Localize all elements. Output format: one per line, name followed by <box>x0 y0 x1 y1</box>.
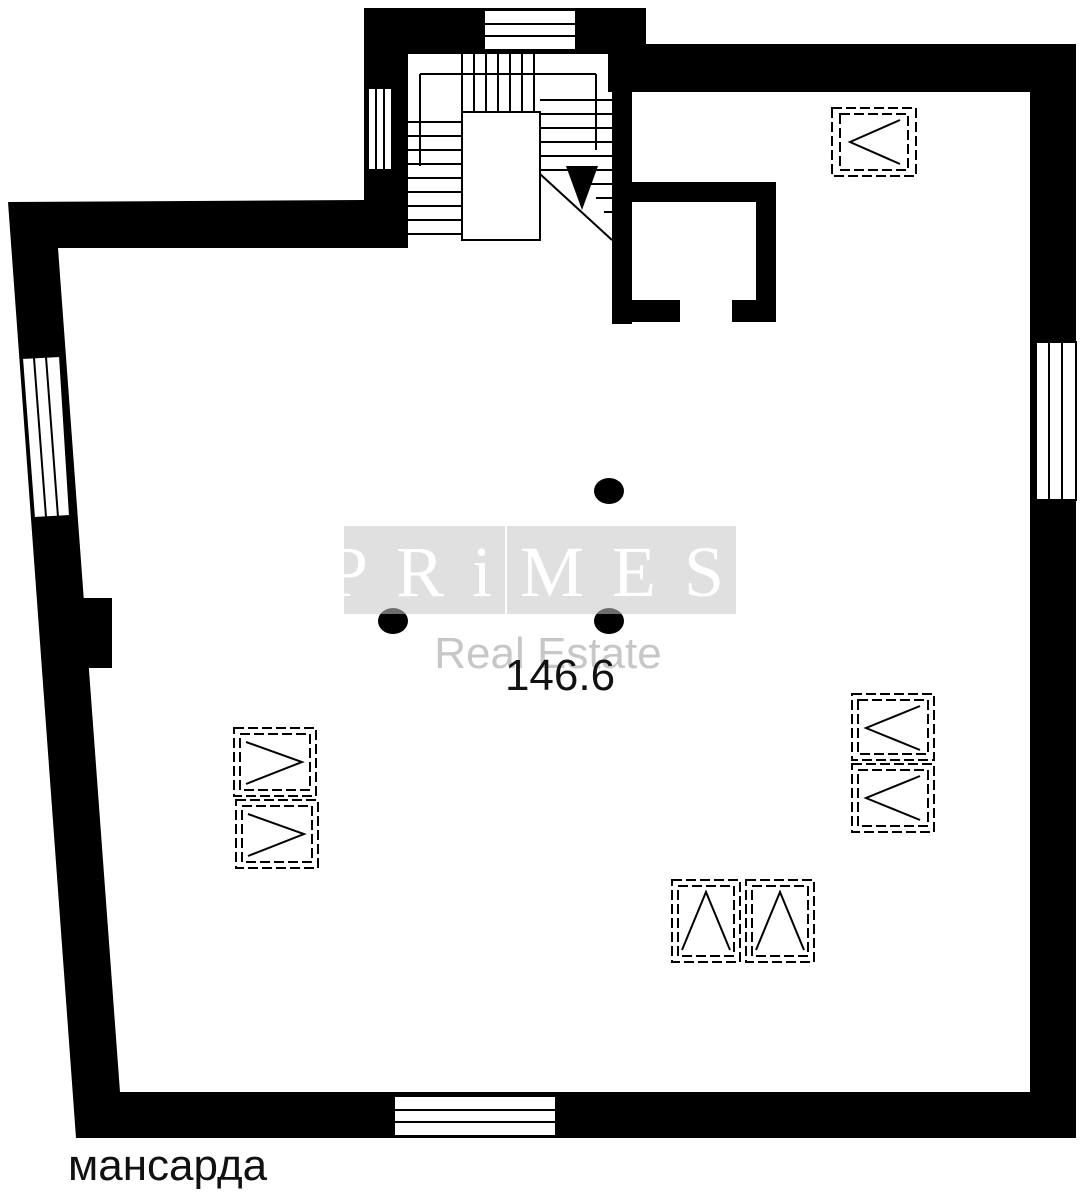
roof-windows <box>233 107 935 963</box>
stair-arrow-icon <box>566 166 598 210</box>
watermark: PRiMES Real Estate <box>328 526 752 678</box>
window-right <box>1035 341 1077 501</box>
window-bottom <box>393 1095 557 1137</box>
wall-closet-top <box>612 182 776 202</box>
wall-chimney <box>82 598 112 668</box>
wall-right <box>1030 44 1076 1138</box>
window-stair-left <box>367 87 393 171</box>
roof-window-icon <box>851 693 935 761</box>
watermark-logo: PRiMES <box>328 532 752 612</box>
wall-closet-stub-right <box>732 300 776 322</box>
roof-window-icon <box>851 763 935 833</box>
room-area-label: 146.6 <box>505 651 615 700</box>
watermark-subtitle: Real Estate <box>434 629 661 678</box>
column-dot-icon <box>378 608 408 634</box>
window-top <box>483 9 577 51</box>
watermark-logo-box <box>344 526 736 614</box>
roof-window-icon <box>745 879 815 963</box>
wall-closet-right <box>756 182 776 322</box>
wall-bottom <box>76 1092 1076 1138</box>
roof-window-icon <box>235 799 319 869</box>
window-left <box>20 354 72 520</box>
columns <box>378 478 624 634</box>
column-dot-icon <box>594 478 624 504</box>
staircase-icon <box>408 54 613 241</box>
roof-window-icon <box>831 107 917 177</box>
column-dot-icon <box>594 608 624 634</box>
wall-windows <box>20 9 1077 1137</box>
roof-window-icon <box>671 879 741 963</box>
wall-closet-stub-left <box>612 300 680 322</box>
wall-top-left <box>8 200 364 248</box>
roof-window-icon <box>233 727 317 797</box>
floor-name-label: мансарда <box>68 1141 268 1190</box>
wall-top-right <box>608 44 1076 92</box>
